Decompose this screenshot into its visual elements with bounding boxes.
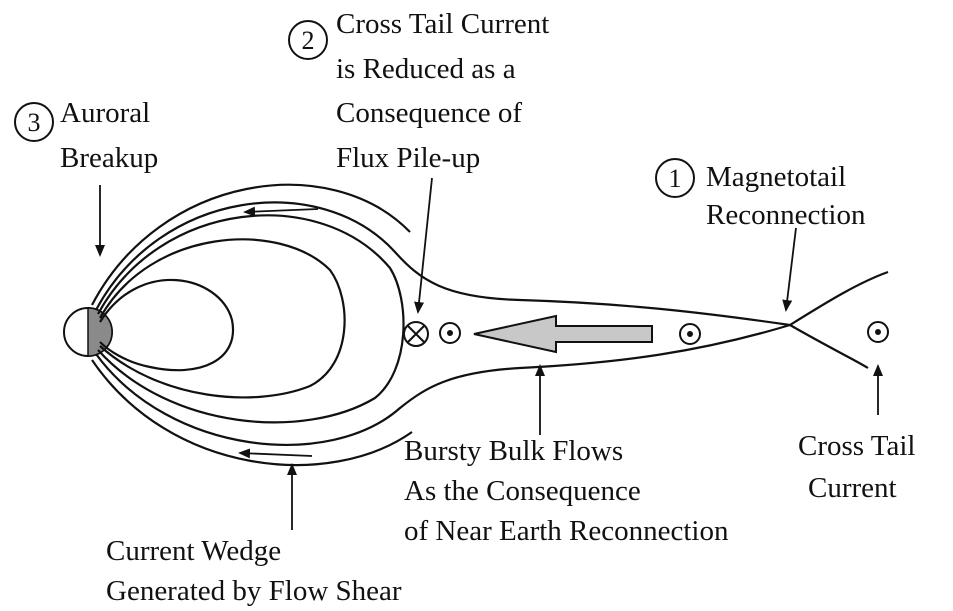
bursty-bulk-flow-arrow — [474, 316, 652, 352]
svg-text:Breakup: Breakup — [60, 142, 158, 174]
current-wedge-label: Current Wedge Generated by Flow Shear — [106, 535, 402, 607]
shear-flow-arrows — [240, 209, 318, 456]
magnetotail-reconnection-label: Magnetotail Reconnection — [706, 161, 866, 231]
step-2-badge: 2 — [289, 21, 327, 59]
cross-tail-current-reduced-label: Cross Tail Current is Reduced as a Conse… — [336, 8, 549, 174]
svg-text:Generated by Flow Shear: Generated by Flow Shear — [106, 575, 402, 607]
svg-text:Cross Tail: Cross Tail — [798, 430, 915, 462]
circle-dot-icon — [680, 324, 700, 344]
svg-text:3: 3 — [28, 108, 41, 137]
svg-text:Current: Current — [808, 472, 897, 504]
svg-text:Flux Pile-up: Flux Pile-up — [336, 142, 480, 174]
svg-text:Reconnection: Reconnection — [706, 199, 866, 231]
reconnection-pointer — [786, 228, 796, 310]
auroral-breakup-label: Auroral Breakup — [60, 97, 158, 174]
svg-text:As the Consequence: As the Consequence — [404, 475, 641, 507]
step-3-badge: 3 — [15, 103, 53, 141]
svg-text:Current Wedge: Current Wedge — [106, 535, 281, 567]
svg-text:Bursty Bulk Flows: Bursty Bulk Flows — [404, 435, 623, 467]
svg-text:1: 1 — [669, 164, 682, 193]
svg-text:Consequence of: Consequence of — [336, 97, 522, 129]
svg-text:Auroral: Auroral — [60, 97, 150, 129]
cross-tail-current-label: Cross Tail Current — [798, 430, 915, 504]
svg-text:2: 2 — [302, 26, 315, 55]
svg-text:of Near Earth Reconnection: of Near Earth Reconnection — [404, 515, 729, 547]
svg-text:is Reduced as a: is Reduced as a — [336, 53, 516, 85]
svg-text:Magnetotail: Magnetotail — [706, 161, 846, 193]
bursty-bulk-flows-label: Bursty Bulk Flows As the Consequence of … — [404, 435, 729, 547]
step-1-badge: 1 — [656, 159, 694, 197]
circle-dot-icon — [440, 323, 460, 343]
circle-dot-icon — [868, 322, 888, 342]
flux-pileup-pointer — [418, 178, 432, 312]
circle-cross-icon — [404, 322, 428, 346]
svg-text:Cross Tail Current: Cross Tail Current — [336, 8, 549, 40]
